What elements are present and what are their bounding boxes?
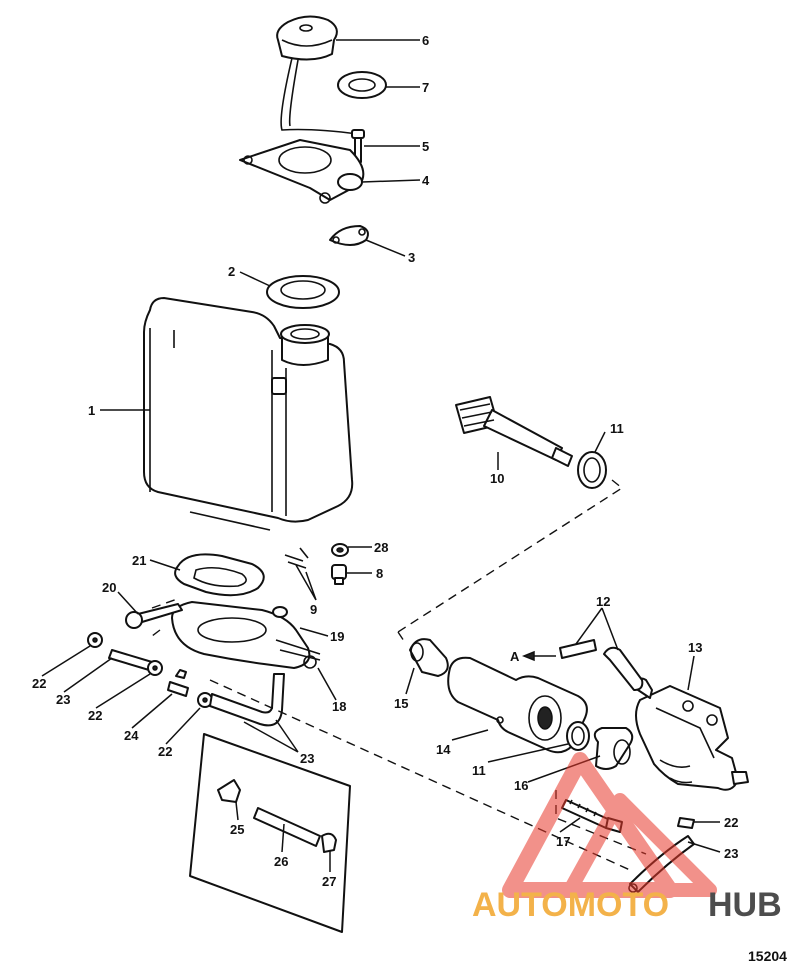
- callout-11a: 11: [610, 421, 624, 436]
- callout-8: 8: [376, 566, 383, 581]
- callout-18: 18: [332, 699, 346, 714]
- filler-cap: [276, 15, 359, 135]
- callout-23a: 23: [56, 692, 70, 707]
- drive-shaft: [455, 396, 573, 467]
- callout-7: 7: [422, 80, 429, 95]
- tank-fittings: [284, 547, 309, 569]
- callout-25: 25: [230, 822, 244, 837]
- tank-grommet: [266, 275, 340, 309]
- callout-13: 13: [688, 640, 702, 655]
- pump-bushing: [409, 638, 449, 677]
- service-kit-box: [189, 733, 351, 933]
- shaft-o-ring: [577, 451, 607, 489]
- callout-17: 17: [556, 834, 570, 849]
- tank-seal: [174, 553, 265, 597]
- callout-1: 1: [88, 403, 95, 418]
- oil-pump: [633, 677, 749, 791]
- callout-26: 26: [274, 854, 288, 869]
- callout-3: 3: [408, 250, 415, 265]
- callout-2: 2: [228, 264, 235, 279]
- flow-arrow: [521, 650, 556, 662]
- callout-6: 6: [422, 33, 429, 48]
- callout-10: 10: [490, 471, 504, 486]
- callout-5: 5: [422, 139, 429, 154]
- small-washer: [331, 543, 349, 557]
- callout-16: 16: [514, 778, 528, 793]
- assembly-line-hose: [209, 679, 631, 871]
- pump-bolt: [561, 799, 623, 833]
- callout-27: 27: [322, 874, 336, 889]
- callout-14: 14: [436, 742, 451, 757]
- hose-short-left: [108, 649, 153, 671]
- figure-number: 15204: [748, 948, 787, 964]
- filler-neck-bracket: [239, 139, 365, 204]
- callout-15: 15: [394, 696, 408, 711]
- callout-21: 21: [132, 553, 146, 568]
- assembly-line-shaft-end: [397, 631, 407, 645]
- hose-clamp-left-2: [147, 660, 163, 676]
- bracket-bolt: [125, 603, 183, 629]
- pin-right: [677, 817, 695, 829]
- callout-24: 24: [124, 728, 139, 743]
- callout-23b: 23: [300, 751, 314, 766]
- hose-clamp-left-1: [87, 632, 103, 648]
- hose-elbow: [209, 673, 285, 727]
- callout-22b: 22: [88, 708, 102, 723]
- filler-gasket: [337, 71, 387, 99]
- retainer-plate: [329, 225, 369, 246]
- callout-22c: 22: [158, 744, 172, 759]
- callout-23c: 23: [724, 846, 738, 861]
- assembly-line-shaft: [397, 479, 624, 633]
- pump-hose-1: [559, 639, 597, 659]
- callout-4: 4: [422, 173, 430, 188]
- housing-o-ring: [566, 721, 590, 751]
- flow-label-a: A: [510, 649, 520, 664]
- callout-20: 20: [102, 580, 116, 595]
- plug-fitting: [331, 564, 347, 585]
- callout-22a: 22: [32, 676, 46, 691]
- callout-labels: 6 7 5 4 3 2 1 10 11 28 8 9 21 20 19 18 2…: [32, 33, 738, 889]
- assembly-line-bracket: [151, 597, 181, 637]
- callout-22d: 22: [724, 815, 738, 830]
- mounting-bracket: [171, 601, 321, 669]
- callout-28: 28: [374, 540, 388, 555]
- pump-coupler: [593, 727, 634, 770]
- callout-12: 12: [596, 594, 610, 609]
- callout-19: 19: [330, 629, 344, 644]
- callout-9: 9: [310, 602, 317, 617]
- pump-hose-2: [603, 646, 644, 691]
- oil-tank: [143, 297, 354, 531]
- hose-right: [628, 835, 695, 893]
- hose-clamp-left-3: [197, 692, 213, 708]
- tee-fitting-left: [167, 669, 189, 697]
- callout-11b: 11: [472, 763, 486, 778]
